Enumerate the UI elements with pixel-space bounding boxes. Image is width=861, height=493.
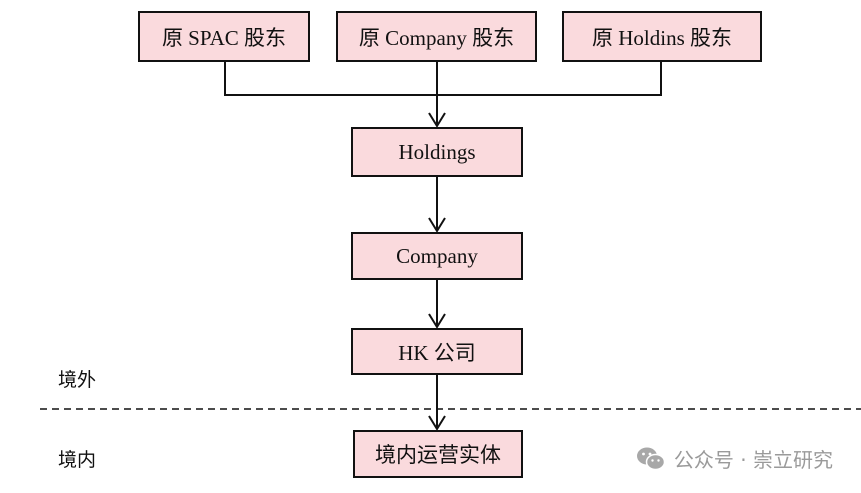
watermark: 公众号 · 崇立研究 xyxy=(636,444,833,473)
node-hk-company: HK 公司 xyxy=(351,328,523,375)
arrowhead-to-company xyxy=(428,217,446,233)
node-spac-shareholders: 原 SPAC 股东 xyxy=(138,11,310,62)
node-holdins-shareholders: 原 Holdins 股东 xyxy=(562,11,762,62)
node-domestic-operating-entity: 境内运营实体 xyxy=(353,430,523,478)
watermark-text: 公众号 · 崇立研究 xyxy=(673,448,833,472)
arrowhead-to-holdings xyxy=(428,112,446,128)
node-company: Company xyxy=(351,232,523,280)
region-label-offshore: 境外 xyxy=(58,369,97,391)
wechat-icon xyxy=(636,447,666,470)
arrowhead-to-hk xyxy=(428,313,446,329)
region-label-onshore: 境内 xyxy=(58,449,97,471)
node-company-shareholders: 原 Company 股东 xyxy=(336,11,537,62)
arrowhead-to-domestic xyxy=(428,415,446,431)
node-holdings: Holdings xyxy=(351,127,523,177)
